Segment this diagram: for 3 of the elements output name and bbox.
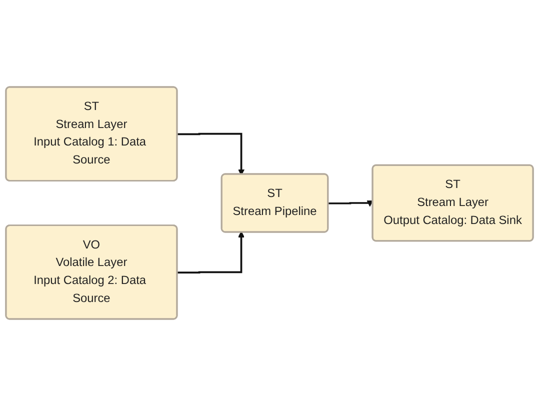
arrow <box>177 231 245 274</box>
arrow <box>328 200 374 207</box>
arrow <box>177 132 245 176</box>
